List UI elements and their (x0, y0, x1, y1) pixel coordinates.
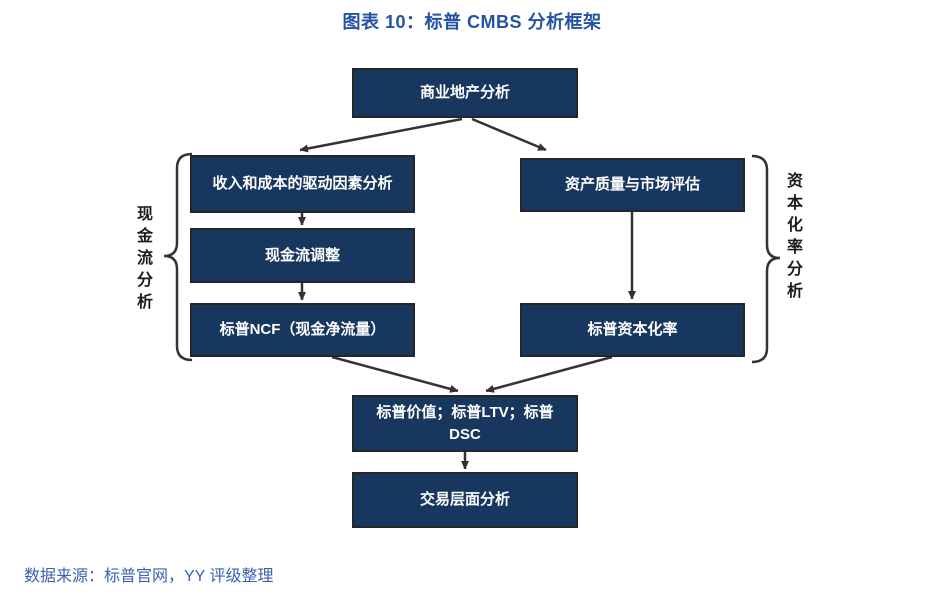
node-sp-value-ltv-dsc: 标普价值；标普LTV；标普DSC (352, 395, 578, 452)
right-brace (751, 154, 781, 364)
left-brace (163, 152, 193, 362)
node-transaction-level-analysis: 交易层面分析 (352, 472, 578, 528)
node-cash-flow-adjustment: 现金流调整 (190, 228, 415, 283)
group-label-cap-rate-analysis: 资本化率分析 (784, 172, 801, 304)
data-source-note: 数据来源：标普官网，YY 评级整理 (24, 568, 274, 585)
node-commercial-real-estate-analysis: 商业地产分析 (352, 68, 578, 118)
group-label-cash-flow-analysis: 现金流分析 (134, 205, 151, 315)
node-sp-cap-rate: 标普资本化率 (520, 303, 745, 357)
arrow-right2-to-merge (486, 355, 613, 391)
node-income-cost-drivers-analysis: 收入和成本的驱动因素分析 (190, 155, 415, 213)
chart-title: 图表 10：标普 CMBS 分析框架 (342, 12, 602, 32)
node-asset-quality-market-assessment: 资产质量与市场评估 (520, 158, 745, 212)
arrow-left3-to-merge (331, 355, 458, 391)
arrow-top-to-right1 (471, 117, 546, 152)
node-sp-ncf: 标普NCF（现金净流量） (190, 303, 415, 357)
arrow-top-to-left1 (300, 117, 463, 150)
